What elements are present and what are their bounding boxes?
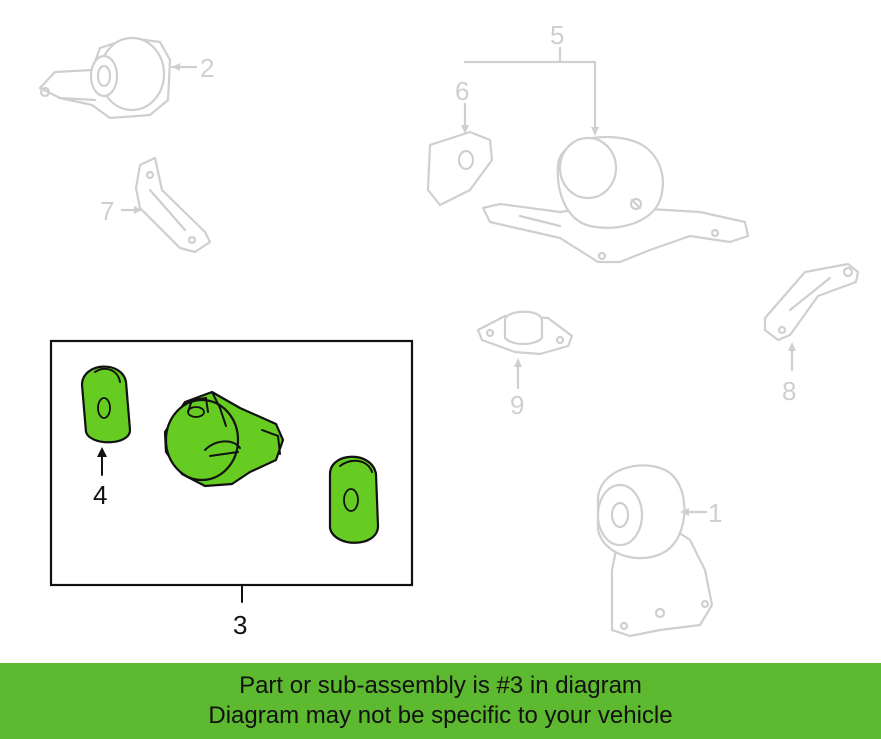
part-2-mount[interactable]: [38, 36, 172, 120]
info-banner: Part or sub-assembly is #3 in diagram Di…: [0, 663, 881, 739]
callout-5-label: 5: [550, 20, 564, 50]
callout-3-label: 3: [233, 610, 247, 640]
callout-7-label: 7: [100, 196, 114, 226]
subassembly-3-box[interactable]: 4: [49, 339, 414, 587]
part-4-insulator[interactable]: [80, 365, 132, 444]
callout-3: 3: [233, 584, 247, 640]
callout-4-label: 4: [93, 480, 107, 510]
callout-7: 7: [100, 196, 142, 226]
part-3-right-insulator[interactable]: [328, 455, 380, 544]
banner-line-disclaimer: Diagram may not be specific to your vehi…: [208, 702, 673, 729]
callout-1-label: 1: [708, 498, 722, 528]
callout-8: 8: [782, 342, 796, 406]
banner-line-part: Part or sub-assembly is #3 in diagram: [239, 672, 642, 699]
callout-5: 5: [463, 20, 599, 136]
callout-9-label: 9: [510, 390, 524, 420]
callout-6-label: 6: [455, 76, 469, 106]
parts-diagram: 2 7 5 6: [38, 20, 860, 640]
callout-8-label: 8: [782, 376, 796, 406]
callout-1: 1: [680, 498, 722, 528]
part-8-bracket[interactable]: [763, 262, 860, 342]
part-3-center-mount[interactable]: [163, 390, 285, 488]
callout-9: 9: [510, 358, 524, 420]
part-5-mount-assembly[interactable]: [481, 136, 750, 264]
callout-2-label: 2: [200, 53, 214, 83]
part-6-insulator[interactable]: [426, 130, 494, 207]
part-7-bracket[interactable]: [134, 156, 212, 254]
callout-4: 4: [93, 447, 107, 510]
part-1-mount[interactable]: [596, 464, 714, 638]
part-9-mount[interactable]: [476, 310, 574, 356]
callout-6: 6: [455, 76, 469, 134]
callout-2: 2: [170, 53, 214, 83]
